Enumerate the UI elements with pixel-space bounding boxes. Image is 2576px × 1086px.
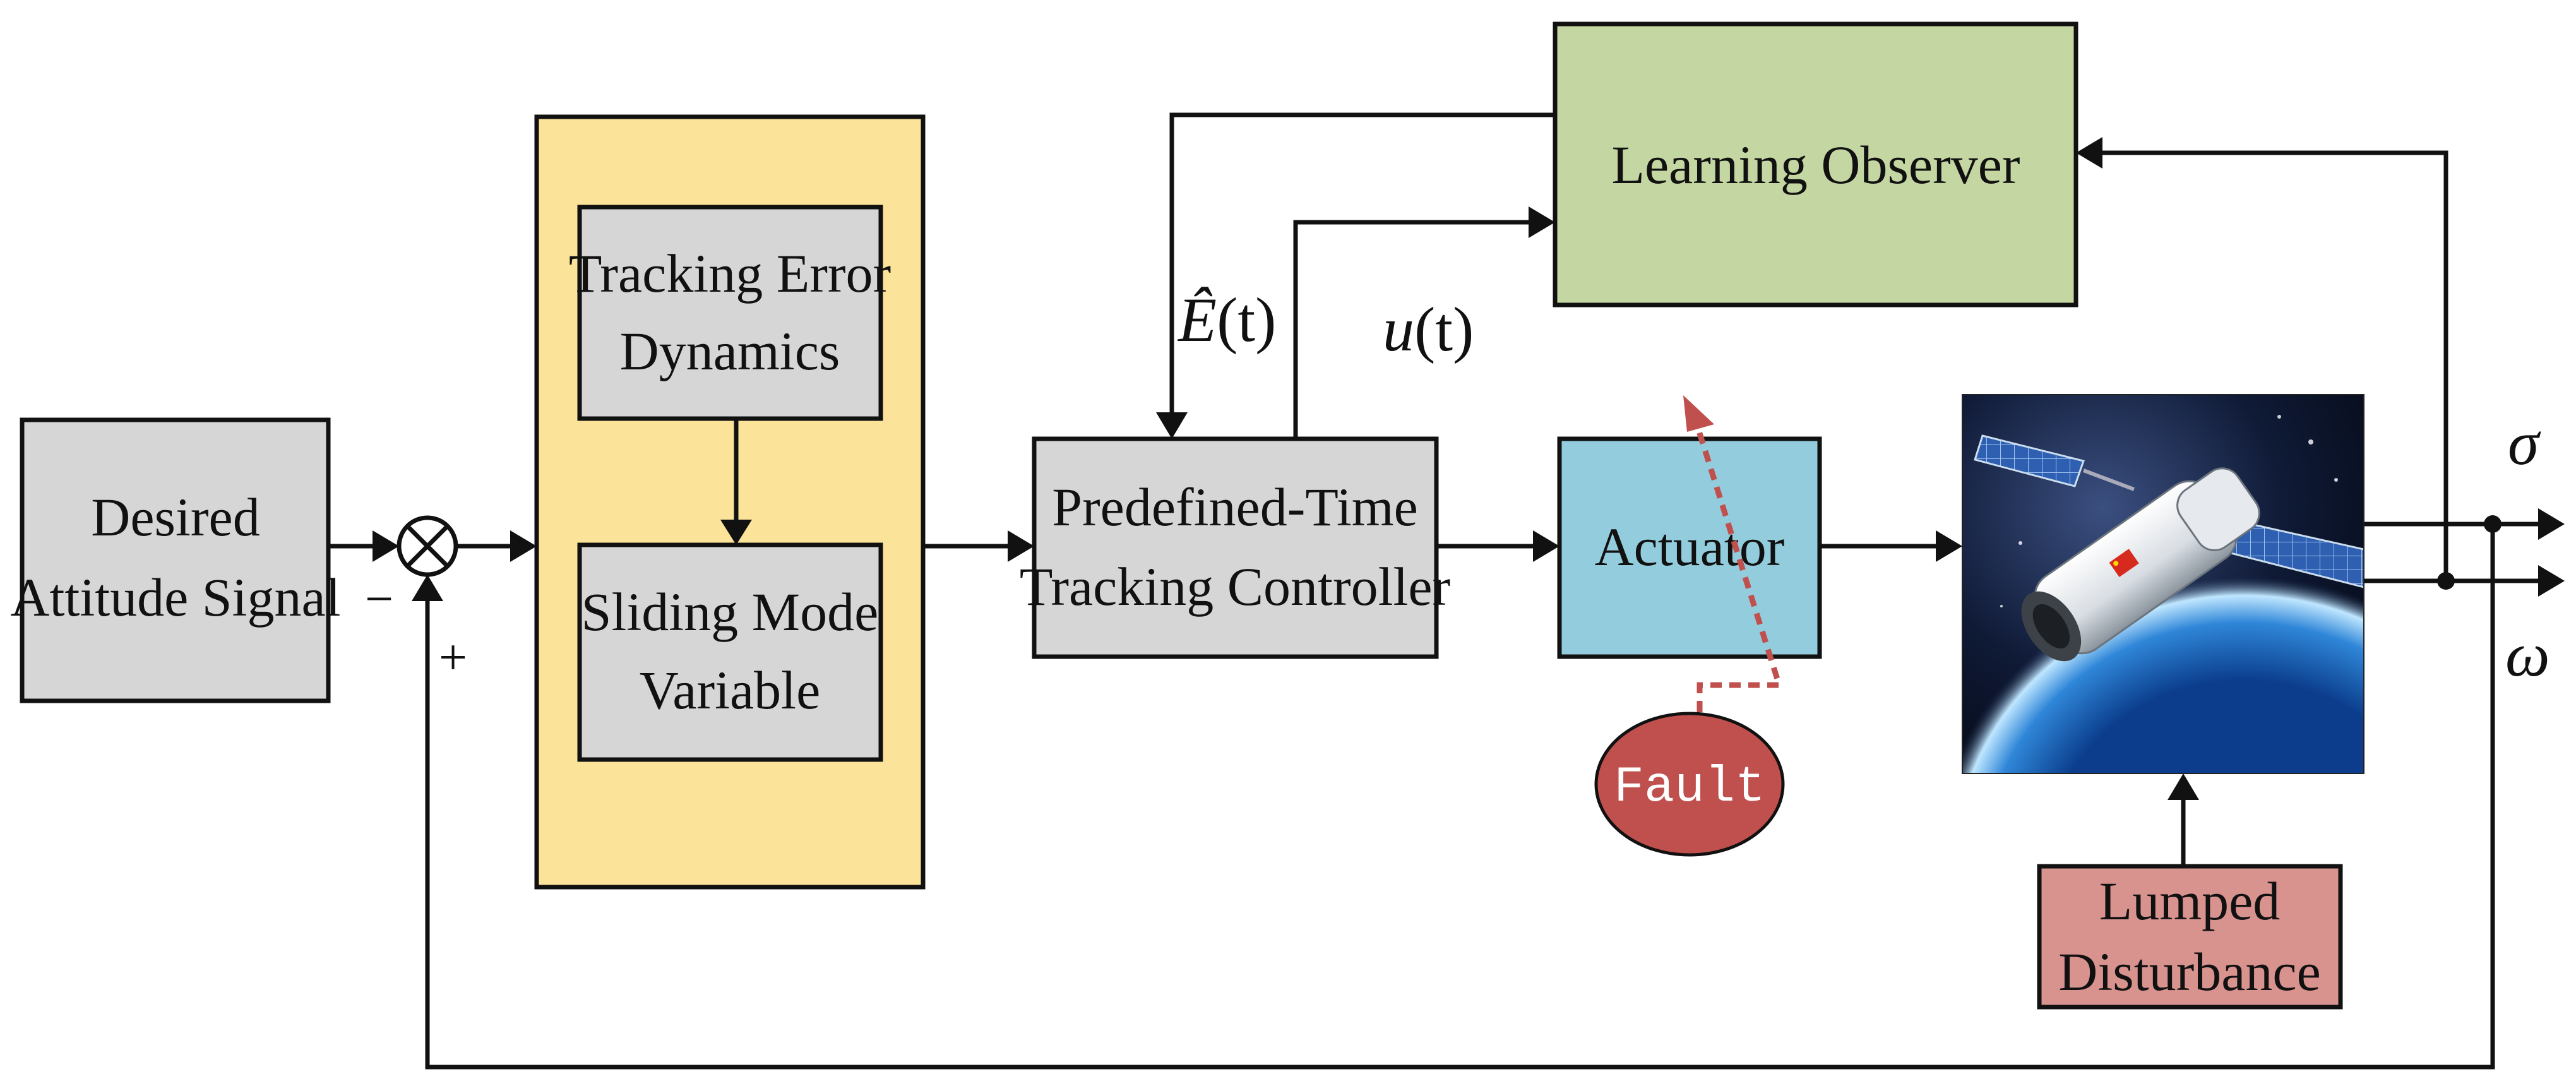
controller-line2: Tracking Controller [1020, 556, 1450, 617]
fault-arrow [1683, 395, 1784, 712]
desired-attitude-block: Desired Attitude Signal [10, 417, 341, 703]
sliding-mode-panel: Tracking Error Dynamics Sliding Mode Var… [534, 114, 926, 890]
disturbance-line2: Disturbance [2058, 941, 2321, 1002]
desired-line1: Desired [91, 487, 259, 547]
control-symbol: u [1383, 294, 1414, 364]
sliding-mode-line1: Sliding Mode [581, 582, 879, 642]
actuator-label: Actuator [1595, 516, 1785, 577]
observer-label: Learning Observer [1611, 134, 2020, 195]
minus-sign: − [365, 571, 393, 627]
lumped-disturbance-block: Lumped Disturbance [2037, 864, 2343, 1010]
estimate-signal-label: Ê(t) [1177, 285, 1276, 355]
control-arg: (t) [1414, 294, 1474, 364]
tracking-error-line1: Tracking Error [569, 243, 891, 304]
learning-observer-block: Learning Observer [1553, 21, 2078, 307]
plus-sign: + [439, 630, 467, 686]
summing-junction [397, 515, 458, 577]
controller-block: Predefined-Time Tracking Controller [1020, 436, 1450, 659]
spacecraft-image [1962, 395, 2364, 773]
omega-label: ω [2505, 619, 2550, 689]
control-signal-label: u(t) [1383, 294, 1474, 364]
sigma-label: σ [2508, 408, 2541, 478]
estimate-symbol: Ê [1177, 285, 1217, 355]
tracking-error-line2: Dynamics [620, 321, 840, 381]
fault-label: Fault [1614, 759, 1765, 816]
fault-block: Fault [1594, 712, 1785, 857]
estimate-arg: (t) [1217, 285, 1276, 355]
sliding-mode-line2: Variable [640, 660, 821, 720]
desired-line2: Attitude Signal [10, 567, 340, 628]
tracking-error-block: Tracking Error Dynamics [569, 205, 891, 421]
sliding-mode-block: Sliding Mode Variable [577, 542, 883, 762]
disturbance-line1: Lumped [2099, 871, 2281, 931]
controller-line1: Predefined-Time [1052, 477, 1418, 537]
actuator-block: Actuator [1557, 436, 1822, 659]
signal-wires [328, 112, 2565, 1070]
